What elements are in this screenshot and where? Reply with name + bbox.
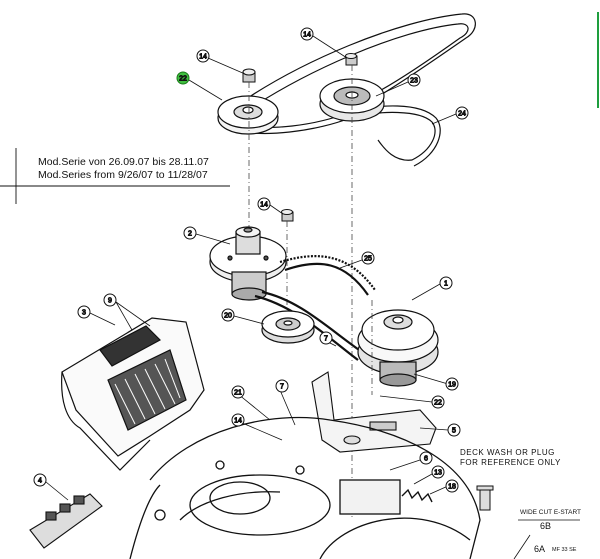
mower-deck <box>129 416 481 559</box>
svg-text:1: 1 <box>444 281 448 288</box>
callout-13: 13 <box>431 465 445 479</box>
leader-lines <box>45 35 457 501</box>
model-series-en: Mod.Series from 9/26/07 to 11/28/07 <box>38 169 208 181</box>
svg-text:22: 22 <box>179 76 187 83</box>
callout-3: 3 <box>77 305 91 319</box>
nut-top-left <box>242 68 256 83</box>
pulley-2 <box>209 226 287 301</box>
svg-text:9: 9 <box>108 298 112 305</box>
deck-wash-line2: FOR REFERENCE ONLY <box>460 458 561 467</box>
callout-25: 25 <box>361 251 375 265</box>
callout-2: 2 <box>183 226 197 240</box>
wide-cut-label: WIDE CUT E-START <box>520 509 582 516</box>
svg-text:19: 19 <box>448 382 456 389</box>
svg-text:7: 7 <box>280 384 284 391</box>
callout-7b: 7 <box>275 379 289 393</box>
model-note-bracket <box>0 148 230 204</box>
part-4 <box>29 493 103 549</box>
clutch-pulley <box>357 309 439 387</box>
svg-text:25: 25 <box>364 256 372 263</box>
callout-5: 5 <box>447 423 461 437</box>
callout-19: 19 <box>445 377 459 391</box>
callout-22-highlighted: 22 <box>176 71 190 85</box>
svg-text:14: 14 <box>199 54 207 61</box>
callout-14b: 14 <box>300 27 314 41</box>
callout-6: 6 <box>419 451 433 465</box>
callout-24: 24 <box>455 106 469 120</box>
svg-text:4: 4 <box>38 478 42 485</box>
ref-lines <box>513 519 580 559</box>
callout-14a: 14 <box>196 49 210 63</box>
top-left-pulley <box>217 95 279 135</box>
callout-23: 23 <box>407 73 421 87</box>
callout-18: 18 <box>445 479 459 493</box>
bottom-ref-code: 6A <box>534 544 546 554</box>
callout-20: 20 <box>221 308 235 322</box>
callout-14d: 14 <box>231 413 245 427</box>
nut-middle <box>281 209 294 222</box>
svg-text:14: 14 <box>303 32 311 39</box>
callout-9: 9 <box>103 293 117 307</box>
callout-4: 4 <box>33 473 47 487</box>
svg-text:3: 3 <box>82 310 86 317</box>
model-series-note: Mod.Serie von 26.09.07 bis 28.11.07 Mod.… <box>38 156 209 182</box>
callout-1: 1 <box>439 276 453 290</box>
bracket-5 <box>311 371 437 453</box>
svg-text:5: 5 <box>452 428 456 435</box>
middle-belt <box>254 255 376 361</box>
svg-text:14: 14 <box>234 418 242 425</box>
svg-text:2: 2 <box>188 231 192 238</box>
nut-top-right <box>345 53 358 66</box>
svg-text:21: 21 <box>234 390 242 397</box>
svg-text:24: 24 <box>458 111 466 118</box>
svg-text:22: 22 <box>434 400 442 407</box>
svg-text:20: 20 <box>224 313 232 320</box>
svg-text:23: 23 <box>410 78 418 85</box>
svg-text:14: 14 <box>260 202 268 209</box>
callouts: 14 22 14 23 24 14 2 25 1 9 3 20 7 19 7 2… <box>33 27 469 493</box>
svg-text:7: 7 <box>324 336 328 343</box>
bottom-ref-suffix: MF 33 SE <box>552 547 577 553</box>
callout-22b: 22 <box>431 395 445 409</box>
accent-bar <box>597 12 599 108</box>
svg-text:6: 6 <box>424 456 428 463</box>
deck-wash-note: DECK WASH OR PLUG FOR REFERENCE ONLY <box>460 448 561 468</box>
deck-wash-line1: DECK WASH OR PLUG <box>460 448 555 457</box>
wide-cut-code: 6B <box>540 521 552 531</box>
deck-cover <box>61 317 205 471</box>
model-series-de: Mod.Serie von 26.09.07 bis 28.11.07 <box>38 156 209 168</box>
callout-14c: 14 <box>257 197 271 211</box>
callout-21: 21 <box>231 385 245 399</box>
idler-pulley <box>261 310 315 344</box>
deck-wash-plug <box>476 485 494 511</box>
svg-text:18: 18 <box>448 484 456 491</box>
callout-7a: 7 <box>319 331 333 345</box>
svg-text:13: 13 <box>434 470 442 477</box>
spring-13 <box>401 488 433 503</box>
